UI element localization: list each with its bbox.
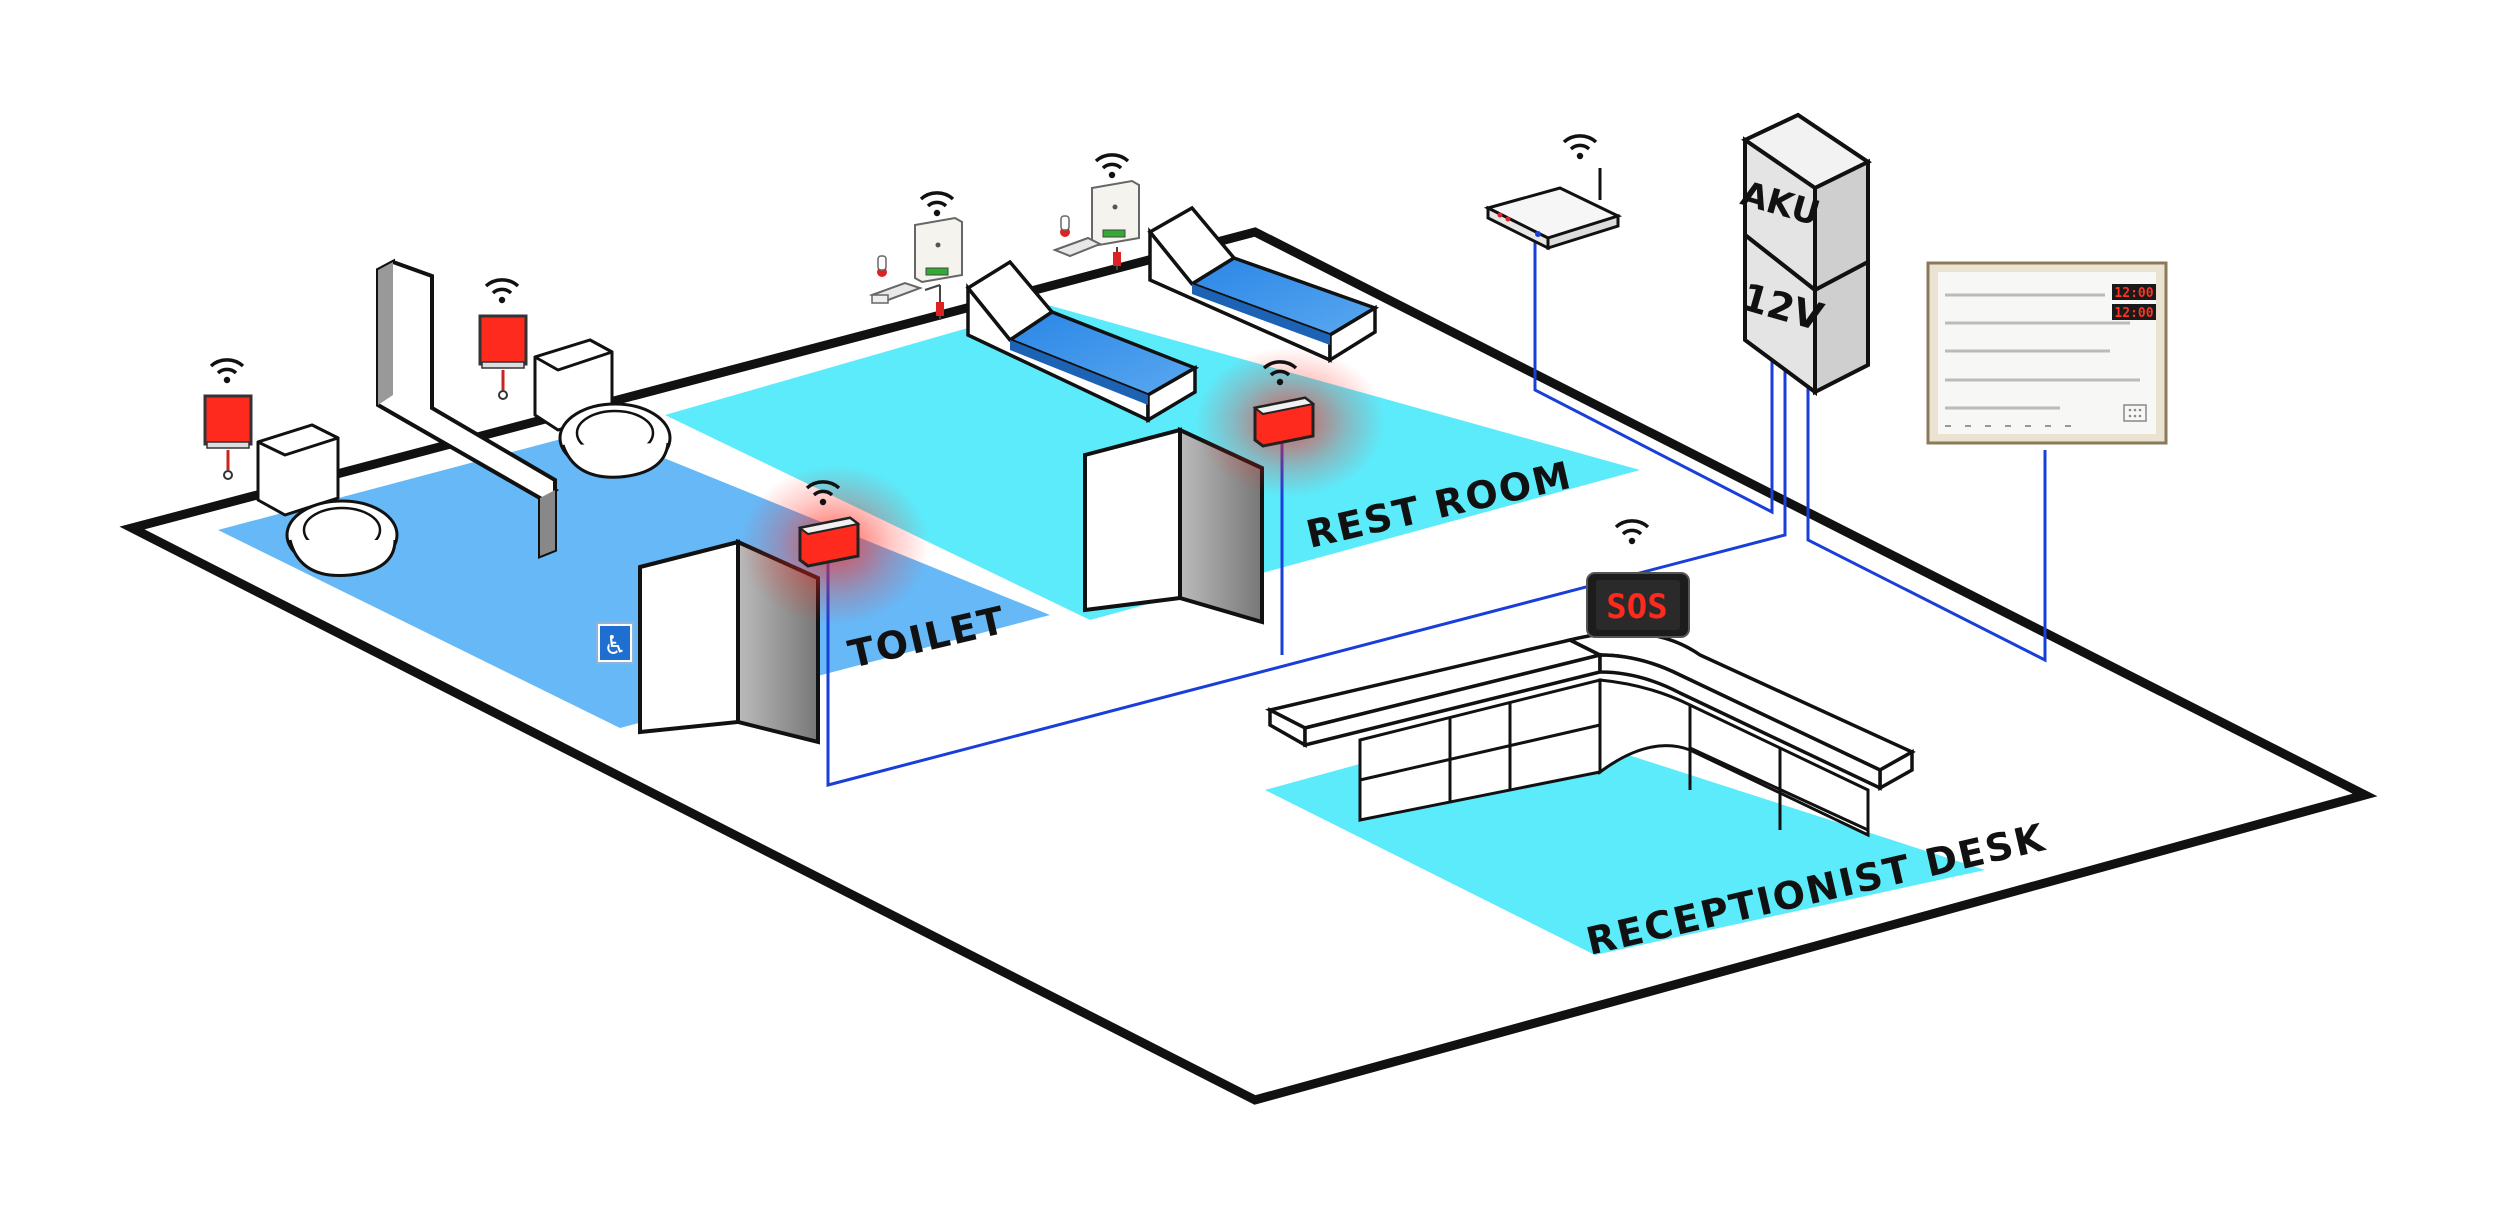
wheelchair-icon: ♿ xyxy=(596,622,634,664)
svg-text:♿: ♿ xyxy=(603,631,626,661)
call-display-panel: 12:00 12:00 xyxy=(1926,261,2168,445)
call-button-icon xyxy=(203,358,253,480)
bed-2 xyxy=(1147,205,1380,364)
door-alarm-icon xyxy=(740,465,930,625)
sos-text: SOS xyxy=(1606,587,1667,627)
rest-room-door xyxy=(1083,426,1264,625)
sos-display: SOS xyxy=(1586,519,1690,638)
power-unit: AKU 12V xyxy=(1736,112,1872,396)
bed-1 xyxy=(965,259,1200,424)
panel-time-2: 12:00 xyxy=(2114,306,2153,321)
bedside-call-station-1 xyxy=(868,191,963,320)
toilet-fixture-1 xyxy=(256,423,399,578)
router-icon xyxy=(1483,134,1623,251)
toilet-floor xyxy=(218,430,1050,728)
panel-time-1: 12:00 xyxy=(2114,286,2153,301)
call-button-icon xyxy=(478,278,528,400)
bedside-call-station-2 xyxy=(1052,153,1140,270)
toilet-fixture-2 xyxy=(533,338,672,479)
door-alarm-icon xyxy=(1195,347,1385,497)
signal-wiring xyxy=(826,228,2047,787)
receptionist-desk xyxy=(1264,631,1916,838)
toilet-partition xyxy=(376,258,560,559)
